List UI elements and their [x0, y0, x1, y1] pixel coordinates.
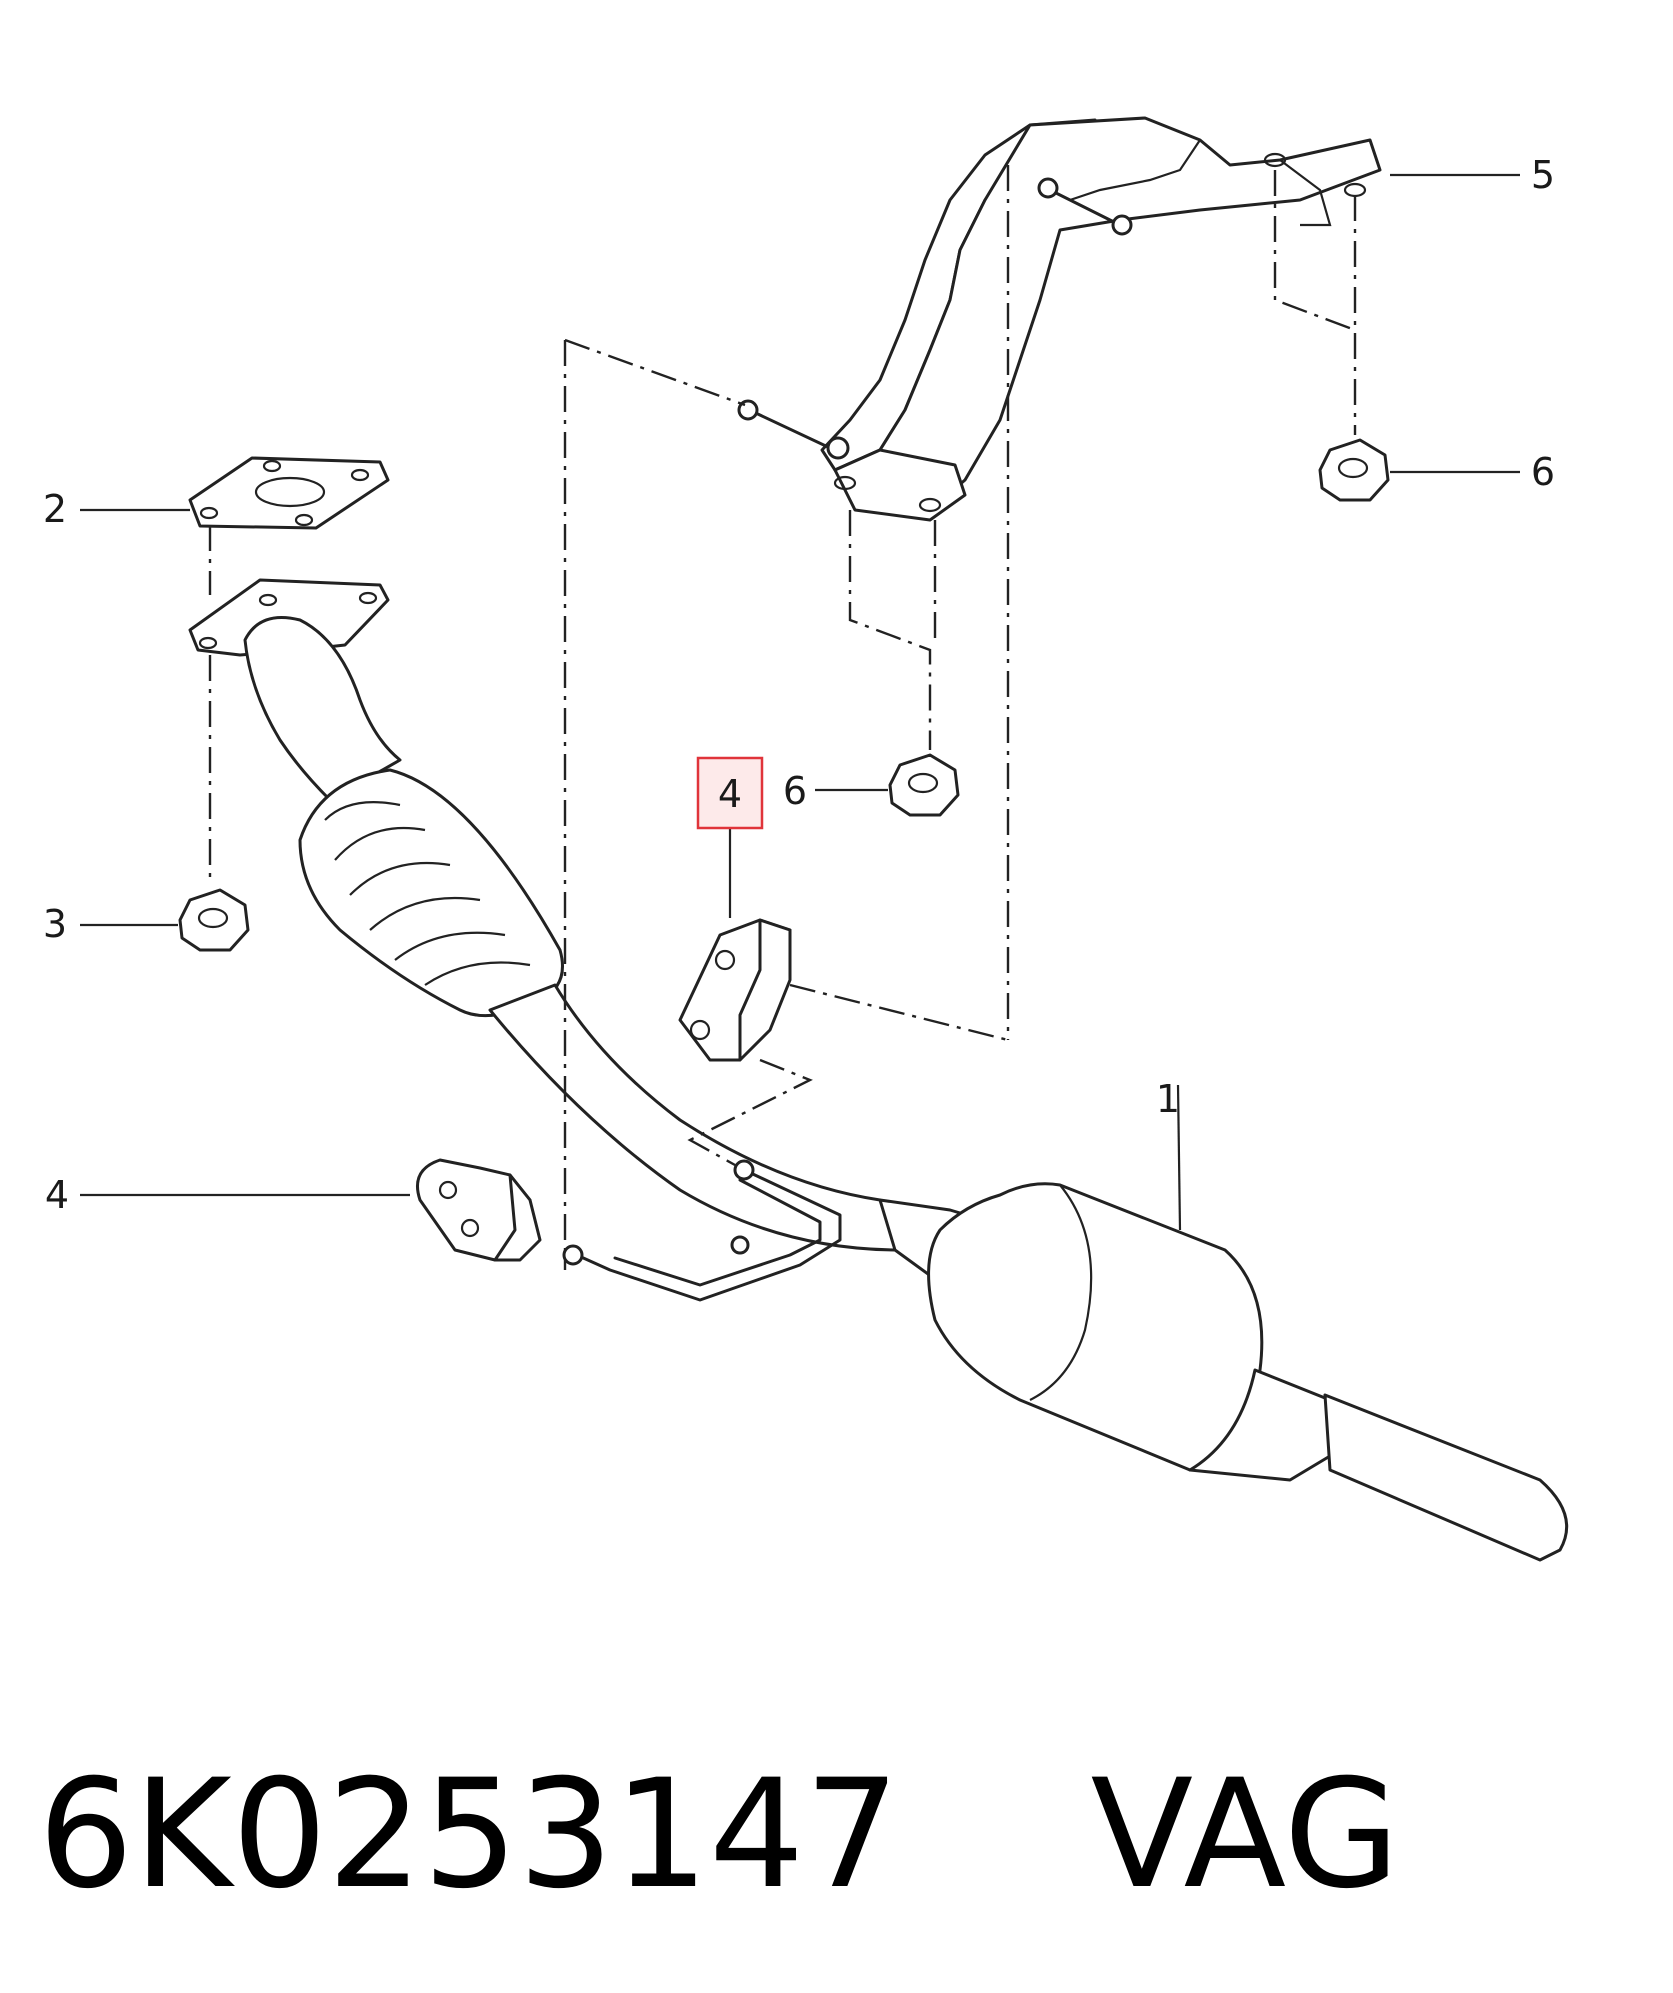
flange-gasket — [188, 456, 390, 530]
part-number: 6K0253147 — [38, 1748, 900, 1922]
front-exhaust-pipe — [188, 578, 902, 1302]
callout-4-left: 4 — [45, 1173, 69, 1217]
callout-2: 2 — [43, 487, 67, 531]
highlighted-callout-box — [696, 756, 764, 830]
nut-6-mid — [888, 753, 960, 817]
callout-6-mid: 6 — [783, 769, 807, 813]
leader-lines — [80, 173, 1520, 1231]
callout-6-top: 6 — [1531, 450, 1555, 494]
nut-3 — [178, 888, 250, 952]
callout-5: 5 — [1531, 153, 1555, 197]
rubber-mount-lower — [416, 1158, 542, 1262]
callout-1: 1 — [1156, 1077, 1180, 1121]
nut-6-top — [1318, 438, 1390, 502]
callout-4-highlight: 4 — [718, 772, 742, 816]
assembly-lines — [208, 165, 1357, 1270]
rubber-mount-upper — [678, 918, 792, 1062]
part-number-caption: 6K0253147 VAG — [38, 1760, 1400, 1910]
mounting-bracket — [737, 116, 1382, 522]
catalytic-converter — [878, 1182, 1569, 1562]
callout-3: 3 — [43, 902, 67, 946]
brand-name: VAG — [1090, 1748, 1400, 1922]
